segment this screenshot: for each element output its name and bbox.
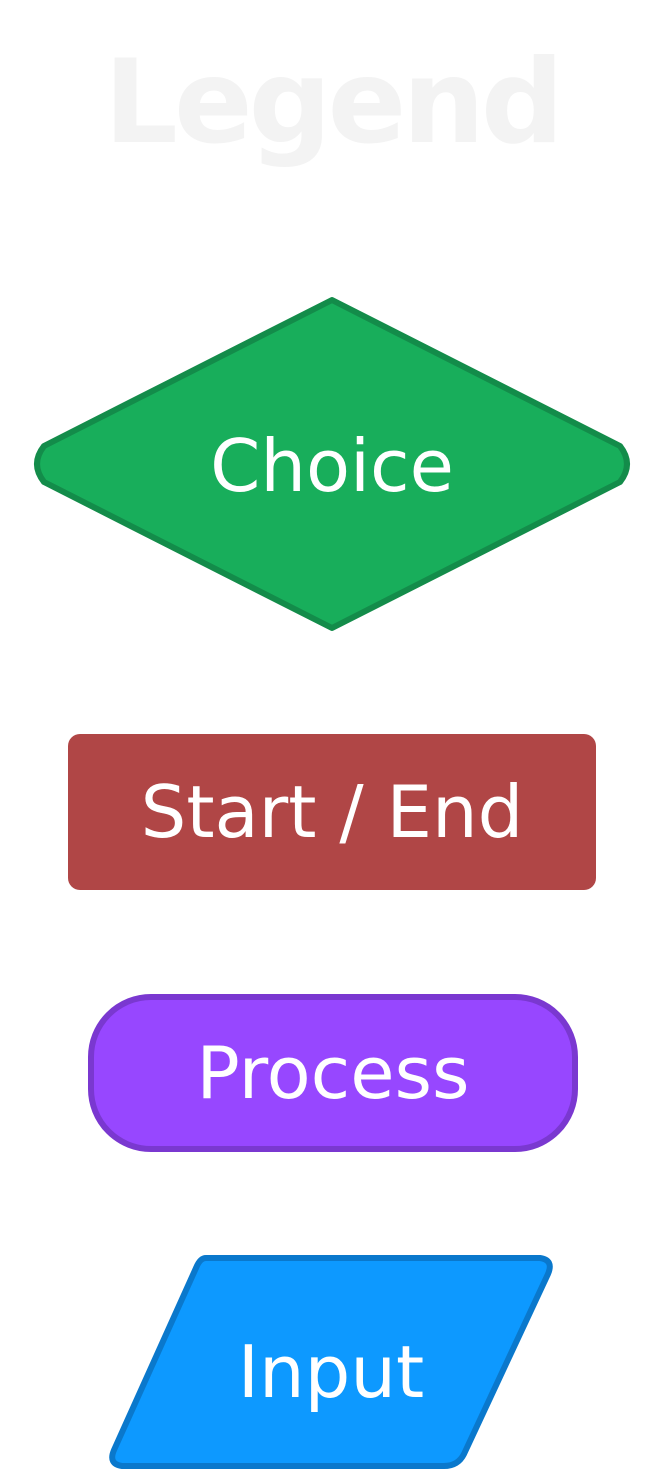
rectangle-shape-icon — [68, 734, 596, 890]
start-end-label: Start / End — [140, 770, 524, 854]
process-label: Process — [196, 1031, 470, 1115]
process-shape: Process — [88, 994, 578, 1152]
choice-shape: Choice — [34, 296, 630, 632]
diamond-shape-icon — [34, 297, 630, 631]
start-end-shape: Start / End — [68, 734, 596, 890]
choice-label: Choice — [210, 424, 454, 508]
start-end-rectangle — [68, 734, 596, 890]
input-label: Input — [237, 1330, 425, 1414]
choice-diamond — [34, 297, 630, 631]
input-shape: Input — [108, 1254, 554, 1470]
rounded-rectangle-shape-icon — [88, 994, 578, 1152]
input-parallelogram — [109, 1255, 553, 1469]
parallelogram-shape-icon — [109, 1255, 553, 1469]
legend-title: Legend — [104, 35, 564, 170]
process-rounded-rectangle — [88, 994, 578, 1152]
